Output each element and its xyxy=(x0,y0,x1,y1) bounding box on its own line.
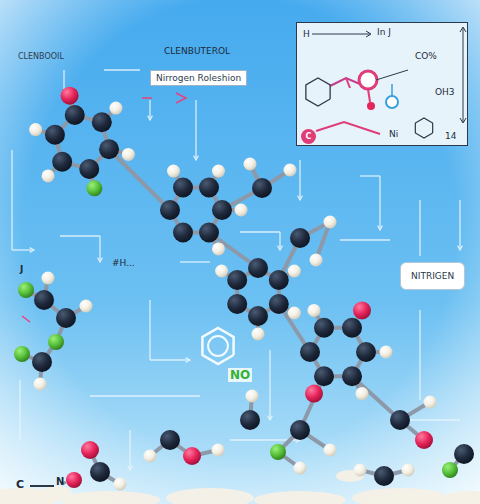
node-label: C xyxy=(301,129,316,144)
formula-text: H xyxy=(303,29,310,39)
inset-panel: H In J CO% OH3Ni 14 C xyxy=(296,22,468,146)
atom-letter: C xyxy=(16,478,24,491)
atom-letter: J xyxy=(20,264,23,274)
node-label: Nirrogen Roleshion xyxy=(156,73,241,83)
atom-letter: N xyxy=(56,476,64,487)
formula-text: In J xyxy=(377,27,391,37)
formula-text: CO% xyxy=(415,51,437,61)
formula-text: NO xyxy=(228,368,252,382)
node-label: NITRIGEN xyxy=(411,271,454,281)
label-box: Nirrogen Roleshion xyxy=(150,70,247,86)
label-box: NITRIGEN xyxy=(400,262,465,290)
atom-circle: C xyxy=(301,129,316,144)
molecule-name: CLENBUTEROL xyxy=(164,46,230,56)
formula-text: 14 xyxy=(445,131,456,141)
formula-text: Ni xyxy=(389,129,398,139)
bond-note: #H... xyxy=(112,258,135,268)
header-text: CLENBOOIL xyxy=(18,52,64,61)
formula-text: OH3 xyxy=(435,87,455,97)
